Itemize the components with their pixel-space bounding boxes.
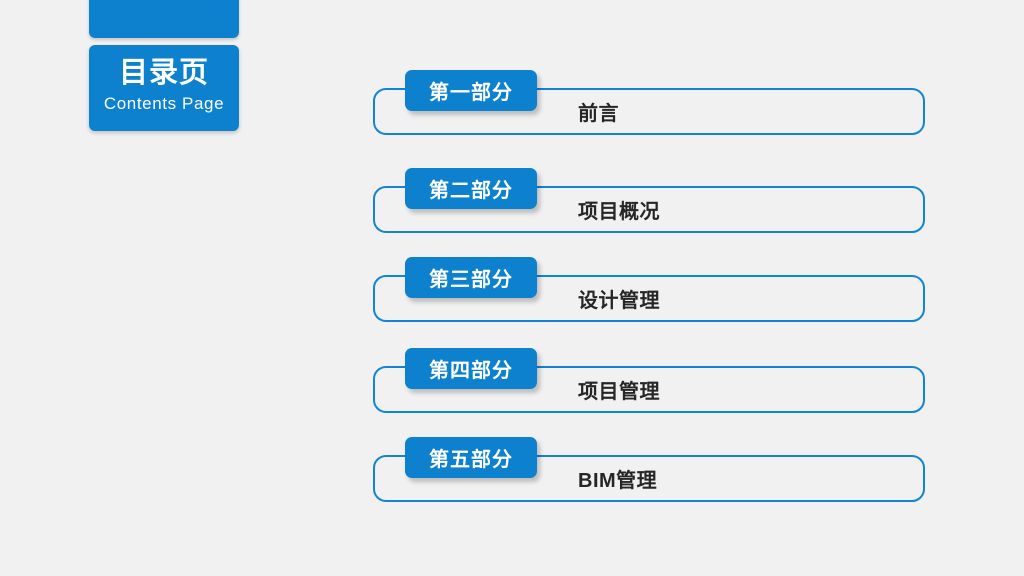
list-item[interactable]: 前言 第一部分 bbox=[373, 70, 925, 135]
list-item-label: 项目概况 bbox=[578, 201, 660, 223]
list-item-outline bbox=[373, 275, 925, 322]
section-badge-label: 第四部分 bbox=[429, 360, 513, 382]
list-item-label: 设计管理 bbox=[578, 290, 660, 312]
list-item-label: 前言 bbox=[578, 103, 619, 125]
section-badge[interactable]: 第二部分 bbox=[405, 168, 537, 209]
list-item-outline bbox=[373, 366, 925, 413]
page-title-cn: 目录页 bbox=[118, 57, 209, 90]
list-item-outline bbox=[373, 455, 925, 502]
section-badge[interactable]: 第四部分 bbox=[405, 348, 537, 389]
list-item-outline bbox=[373, 88, 925, 135]
section-badge[interactable]: 第一部分 bbox=[405, 70, 537, 111]
title-card: 目录页 Contents Page bbox=[89, 45, 239, 131]
section-badge-label: 第三部分 bbox=[429, 269, 513, 291]
title-accent-bar bbox=[89, 0, 239, 38]
list-item[interactable]: 项目管理 第四部分 bbox=[373, 348, 925, 413]
section-badge-label: 第五部分 bbox=[429, 449, 513, 471]
contents-title-block: 目录页 Contents Page bbox=[89, 0, 239, 131]
section-badge-label: 第一部分 bbox=[429, 82, 513, 104]
section-badge[interactable]: 第五部分 bbox=[405, 437, 537, 478]
list-item-outline bbox=[373, 186, 925, 233]
section-badge-label: 第二部分 bbox=[429, 180, 513, 202]
section-badge[interactable]: 第三部分 bbox=[405, 257, 537, 298]
list-item[interactable]: BIM管理 第五部分 bbox=[373, 437, 925, 502]
list-item[interactable]: 设计管理 第三部分 bbox=[373, 257, 925, 322]
page-title-en: Contents Page bbox=[103, 93, 225, 113]
list-item-label: BIM管理 bbox=[578, 470, 658, 492]
list-item-label: 项目管理 bbox=[578, 381, 660, 403]
list-item[interactable]: 项目概况 第二部分 bbox=[373, 168, 925, 233]
